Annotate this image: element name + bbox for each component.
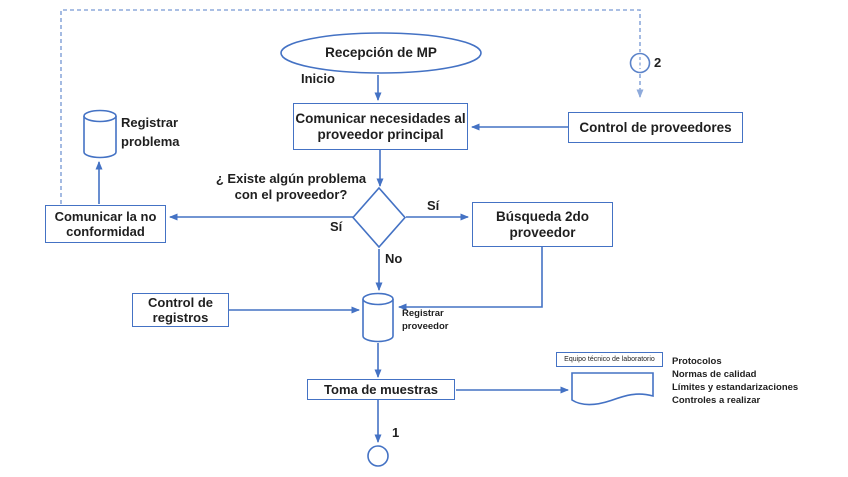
- document-note-2: Normas de calidad: [672, 369, 757, 380]
- dashed-loop-no-conformidad-to-connector2: [60, 9, 641, 204]
- label-si-left: Sí: [330, 219, 343, 234]
- document-note-4: Controles a realizar: [672, 395, 761, 406]
- label-connector-2: 2: [654, 55, 662, 70]
- label-registrar-proveedor: Registrar proveedor: [402, 308, 449, 332]
- label-inicio: Inicio: [301, 71, 335, 86]
- document-note-3: Límites y estandarizaciones: [672, 382, 799, 393]
- process-comunicar-necesidades: Comunicar necesidades al proveedor princ…: [293, 103, 468, 150]
- label-si-right: Sí: [427, 198, 440, 213]
- arrow-busqueda-to-registrar-proveedor: [398, 247, 543, 311]
- label-no: No: [385, 251, 403, 266]
- datastore-registrar-problema-cylinder: [83, 109, 117, 159]
- document-note-1: Protocolos: [672, 356, 722, 367]
- start-terminator-ellipse: [280, 32, 482, 74]
- decision-question: ¿ Existe algún problema con el proveedor…: [215, 171, 367, 202]
- connector-1-circle: [367, 445, 389, 467]
- start-terminator-label: Recepción de MP: [325, 45, 437, 60]
- process-busqueda-2do-proveedor: Búsqueda 2do proveedor: [472, 202, 613, 247]
- decision-diamond: [351, 186, 407, 249]
- process-control-registros: Control de registros: [132, 293, 229, 327]
- document-shape: [571, 372, 654, 406]
- label-equipo-tecnico: Equipo técnico de laboratorio: [556, 352, 663, 367]
- label-registrar-problema: Registrar problema: [121, 115, 180, 149]
- datastore-registrar-proveedor-cylinder: [362, 292, 394, 343]
- document-notes: Protocolos Normas de calidad Límites y e…: [672, 355, 798, 407]
- process-control-proveedores: Control de proveedores: [568, 112, 743, 143]
- process-toma-de-muestras: Toma de muestras: [307, 379, 455, 400]
- process-comunicar-no-conformidad: Comunicar la no conformidad: [45, 205, 166, 243]
- label-connector-1: 1: [392, 425, 400, 440]
